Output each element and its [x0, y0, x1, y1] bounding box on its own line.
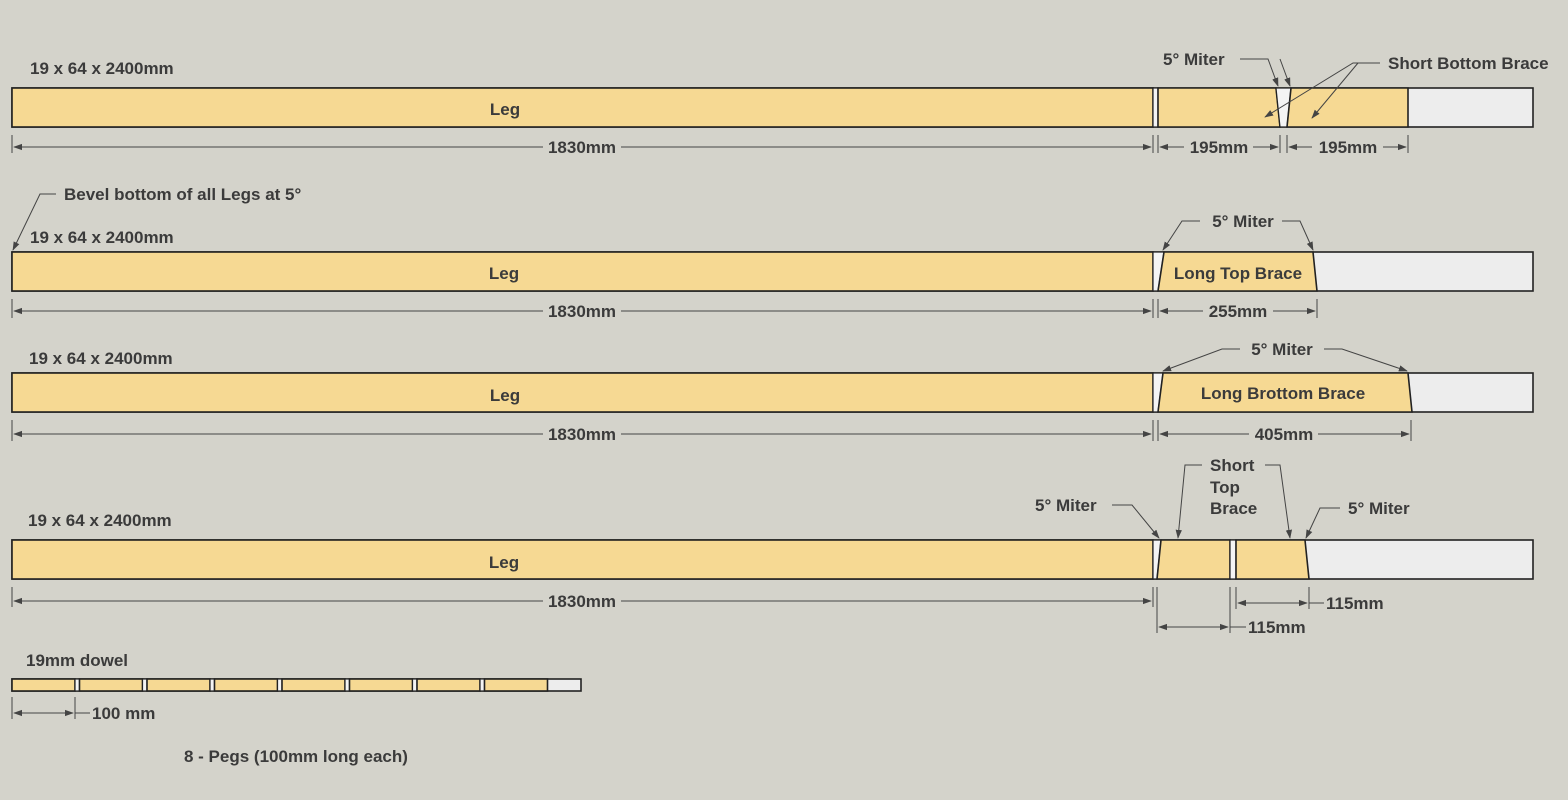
leader-line: [1162, 348, 1240, 372]
peg: [11, 678, 76, 692]
leader-line: [1311, 62, 1359, 119]
miter-callout: 5° Miter: [1251, 340, 1313, 359]
leader-line: [1264, 62, 1380, 118]
long-bottom-brace-piece: [1157, 372, 1413, 413]
piece-dimension: 255mm: [1209, 302, 1268, 321]
bevel-note: Bevel bottom of all Legs at 5°: [64, 185, 301, 204]
leader-line: [1175, 464, 1202, 539]
piece-callout: Brace: [1210, 499, 1257, 518]
piece-callout: Top: [1210, 478, 1240, 497]
miter-callout: 5° Miter: [1348, 499, 1410, 518]
stock-label: 19 x 64 x 2400mm: [28, 511, 172, 530]
dowel-section: 19mm dowel 100 mm 8 - Pegs (100mm long e…: [11, 651, 582, 766]
peg: [281, 678, 346, 692]
board-1: 19 x 64 x 2400mm Leg 1830mm 195mm 195mm …: [11, 50, 1549, 157]
piece-dimension: 115mm: [1326, 594, 1384, 613]
leader-line: [1324, 348, 1408, 372]
leg-label: Leg: [490, 100, 520, 119]
short-bottom-brace-piece: [1157, 87, 1281, 128]
miter-callout: 5° Miter: [1035, 496, 1097, 515]
short-bottom-brace-piece: [1286, 87, 1409, 128]
miter-callout: 5° Miter: [1212, 212, 1274, 231]
piece-callout: Short: [1210, 456, 1255, 475]
leader-line: [1282, 220, 1314, 251]
miter-callout: 5° Miter: [1163, 50, 1225, 69]
leg-piece: [11, 372, 1154, 413]
peg: [483, 678, 549, 692]
peg: [78, 678, 144, 692]
board-2: Bevel bottom of all Legs at 5° 19 x 64 x…: [11, 185, 1534, 321]
leg-dimension: 1830mm: [548, 138, 616, 157]
peg: [416, 678, 481, 692]
leg-dimension: 1830mm: [548, 302, 616, 321]
leader-line: [1265, 464, 1293, 539]
leader-line: [1305, 507, 1340, 539]
peg: [146, 678, 211, 692]
leader-line: [1240, 58, 1279, 87]
peg-note: 8 - Pegs (100mm long each): [184, 747, 408, 766]
short-top-brace-piece: [1235, 539, 1310, 580]
board-4: 19 x 64 x 2400mm Leg 1830mm 115mm 115mm …: [11, 456, 1534, 637]
leg-piece: [11, 87, 1154, 128]
board-3: 19 x 64 x 2400mm Leg Long Brottom Brace …: [11, 340, 1534, 444]
stock-label: 19 x 64 x 2400mm: [30, 228, 174, 247]
stock-label: 19 x 64 x 2400mm: [30, 59, 174, 78]
piece-label: Long Brottom Brace: [1201, 384, 1365, 403]
leader-line: [1162, 220, 1200, 251]
leader-line: [12, 193, 56, 251]
saw-kerf: [1229, 539, 1237, 580]
leg-label: Leg: [490, 386, 520, 405]
piece-label: Long Top Brace: [1174, 264, 1302, 283]
peg: [213, 678, 279, 692]
dowel-label: 19mm dowel: [26, 651, 128, 670]
leg-piece: [11, 539, 1154, 580]
leader-line: [1279, 58, 1291, 87]
leg-label: Leg: [489, 264, 519, 283]
leg-label: Leg: [489, 553, 519, 572]
leg-dimension: 1830mm: [548, 425, 616, 444]
short-top-brace-piece: [1156, 539, 1231, 580]
peg-dimension: 100 mm: [92, 704, 155, 723]
piece-dimension: 195mm: [1319, 138, 1378, 157]
leader-line: [1112, 504, 1160, 539]
long-top-brace-piece: [1157, 251, 1318, 292]
piece-dimension: 405mm: [1255, 425, 1314, 444]
peg-group: [11, 678, 549, 692]
peg: [348, 678, 414, 692]
stock-label: 19 x 64 x 2400mm: [29, 349, 173, 368]
piece-dimension: 115mm: [1248, 618, 1306, 637]
leg-dimension: 1830mm: [548, 592, 616, 611]
piece-callout: Short Bottom Brace: [1388, 54, 1549, 73]
piece-dimension: 195mm: [1190, 138, 1249, 157]
leg-piece: [11, 251, 1154, 292]
